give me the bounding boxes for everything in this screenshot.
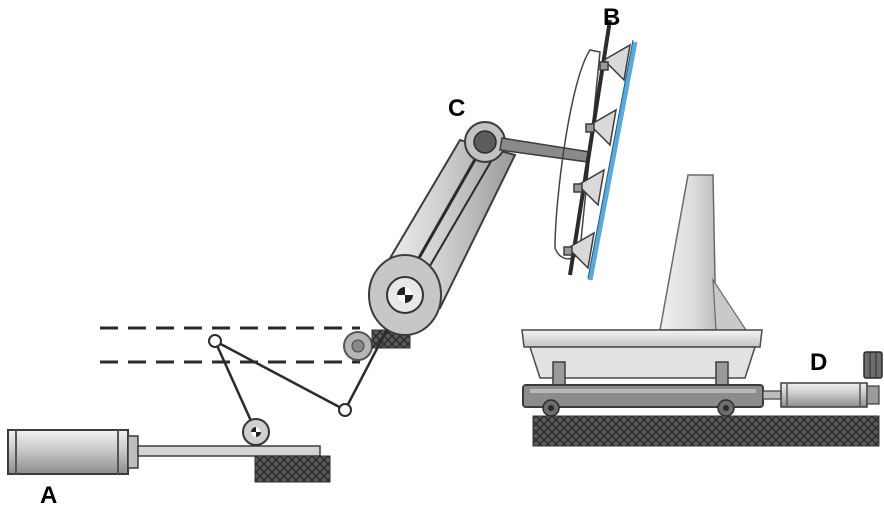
conveyor-pulley <box>343 331 373 361</box>
pneumatic-cylinder-a <box>7 429 321 475</box>
suction-cups <box>563 43 632 270</box>
cylinder-a-base-block <box>254 455 331 483</box>
carriage-wheels <box>542 399 735 417</box>
arm-pivot-c <box>464 121 506 163</box>
label-b: B <box>603 4 620 31</box>
pneumatic-cylinder-d <box>762 351 883 408</box>
worktable-platform <box>521 329 763 379</box>
arm-base-hub <box>368 254 442 336</box>
conveyor-belt <box>100 326 360 364</box>
label-a: A <box>40 482 57 509</box>
suction-gripper-frame <box>554 19 638 281</box>
linkage-pivot-upper <box>208 334 222 348</box>
label-d: D <box>810 349 827 376</box>
label-c: C <box>448 95 465 122</box>
cylinder-a-roller <box>242 418 270 446</box>
linkage-pivot-lower <box>338 403 352 417</box>
tower-column <box>659 174 748 331</box>
worktable-base-block <box>532 415 880 447</box>
